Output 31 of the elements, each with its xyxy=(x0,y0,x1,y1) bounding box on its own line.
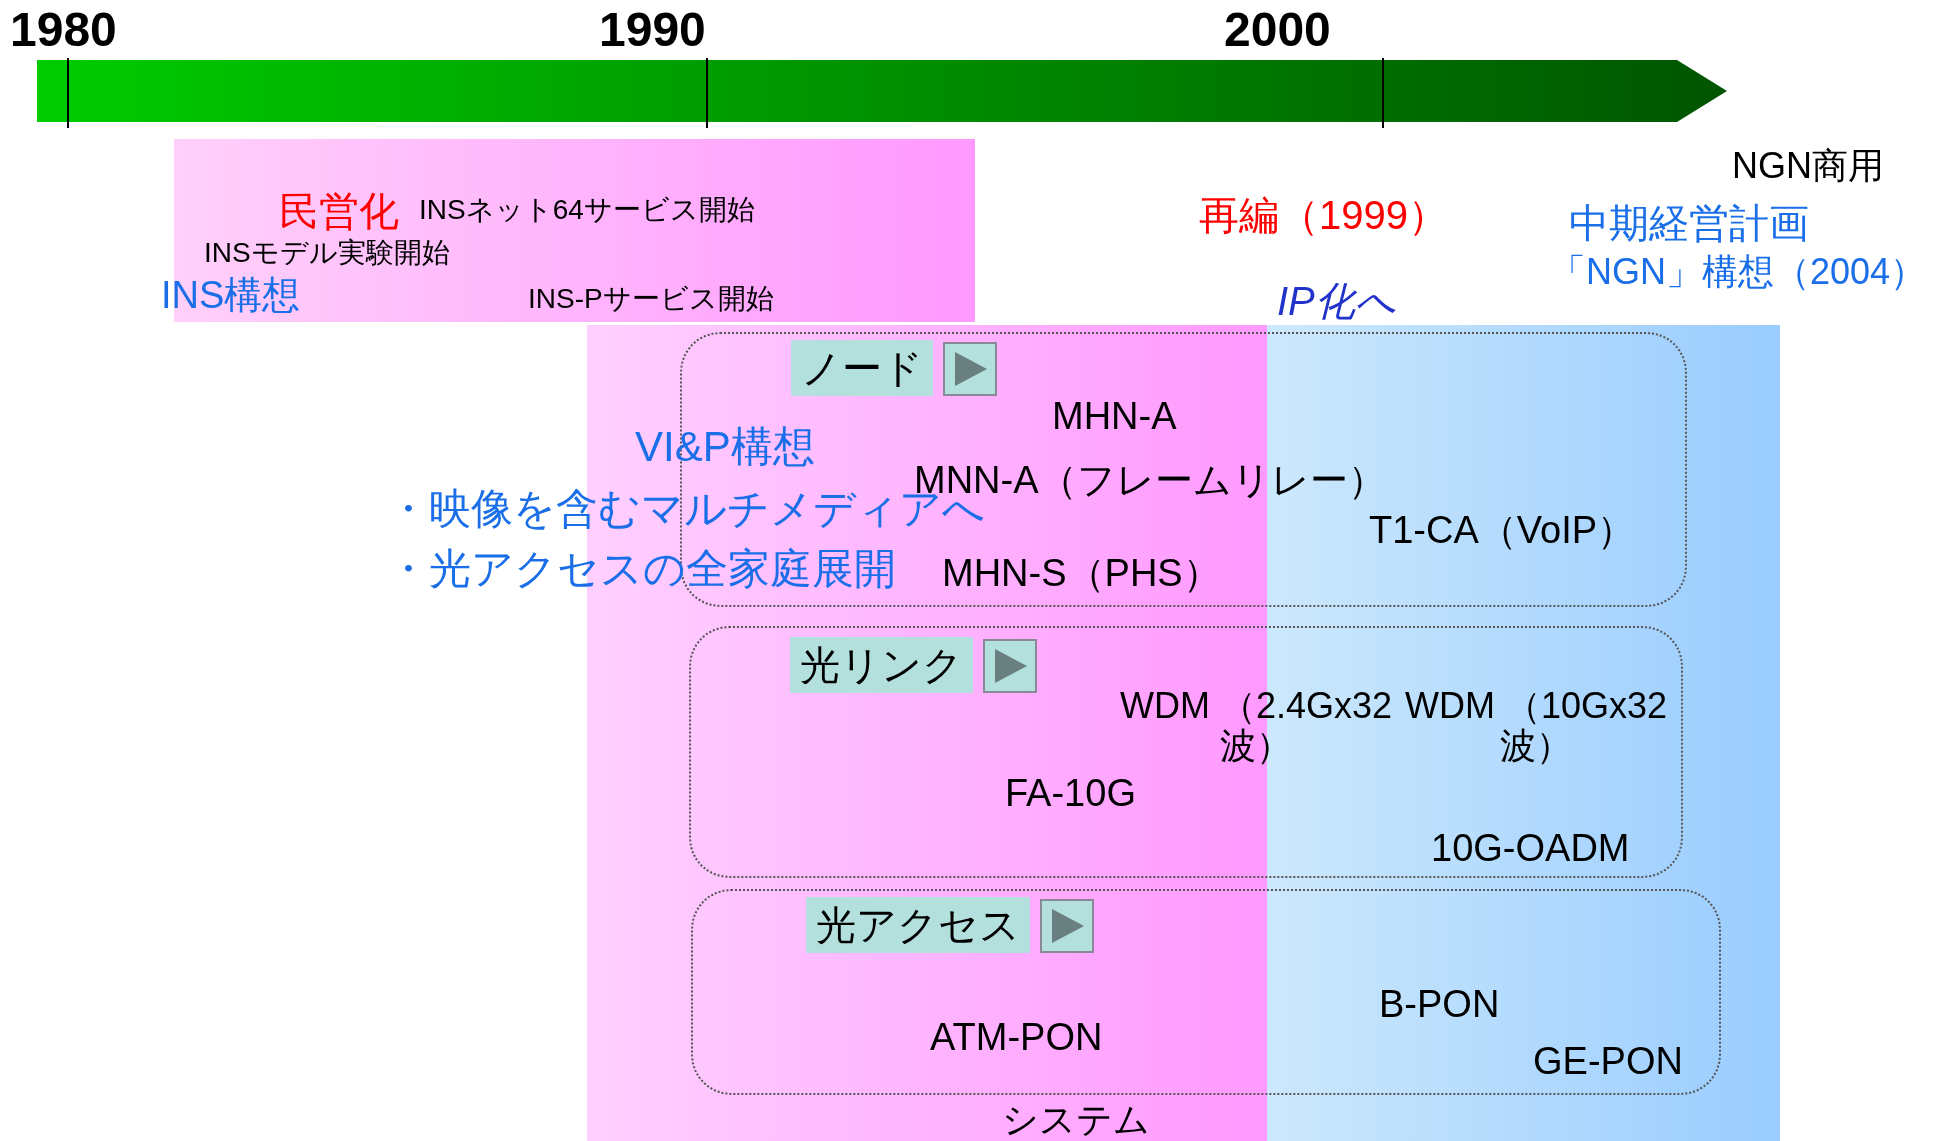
event-text: 10G-OADM xyxy=(1431,828,1630,870)
event-text: MHN-S（PHS） xyxy=(942,553,1221,595)
category-box xyxy=(691,889,1721,1095)
event-text: 民営化 xyxy=(279,189,399,233)
year-label: 1990 xyxy=(599,4,706,57)
event-text: INS-Pサービス開始 xyxy=(528,284,774,315)
category-heading: 光リンク xyxy=(790,637,973,693)
event-text: MHN-A xyxy=(1052,396,1177,438)
event-text: B-PON xyxy=(1379,984,1500,1026)
milestone-text: 再編（1999） xyxy=(1199,193,1448,237)
trend-text: IP化へ xyxy=(1277,279,1396,323)
event-text: GE-PON xyxy=(1533,1041,1683,1083)
event-text: INSモデル実験開始 xyxy=(204,238,450,269)
event-text: FA-10G xyxy=(1005,773,1136,815)
event-text: WDM （2.4Gx32波） xyxy=(1118,686,1394,766)
event-text: ATM-PON xyxy=(930,1017,1103,1059)
bullet-text: ・光アクセスの全家庭展開 xyxy=(387,546,896,593)
concept-heading: VI&P構想 xyxy=(635,424,815,471)
year-label: 2000 xyxy=(1224,4,1331,57)
event-text: システム xyxy=(1002,1100,1150,1140)
category-heading: ノード xyxy=(791,340,933,396)
category-heading: 光アクセス xyxy=(806,897,1030,953)
year-label: 1980 xyxy=(10,4,117,57)
event-text: INSネット64サービス開始 xyxy=(419,195,755,226)
milestone-text: 「NGN」構想（2004） xyxy=(1550,252,1927,292)
milestone-text: 中期経営計画 xyxy=(1569,201,1809,245)
event-text: T1-CA（VoIP） xyxy=(1369,510,1636,552)
event-text: WDM （10Gx32波） xyxy=(1403,686,1669,766)
milestone-text: NGN商用 xyxy=(1732,146,1884,186)
event-text: INS構想 xyxy=(161,275,301,317)
category-box xyxy=(689,626,1683,878)
